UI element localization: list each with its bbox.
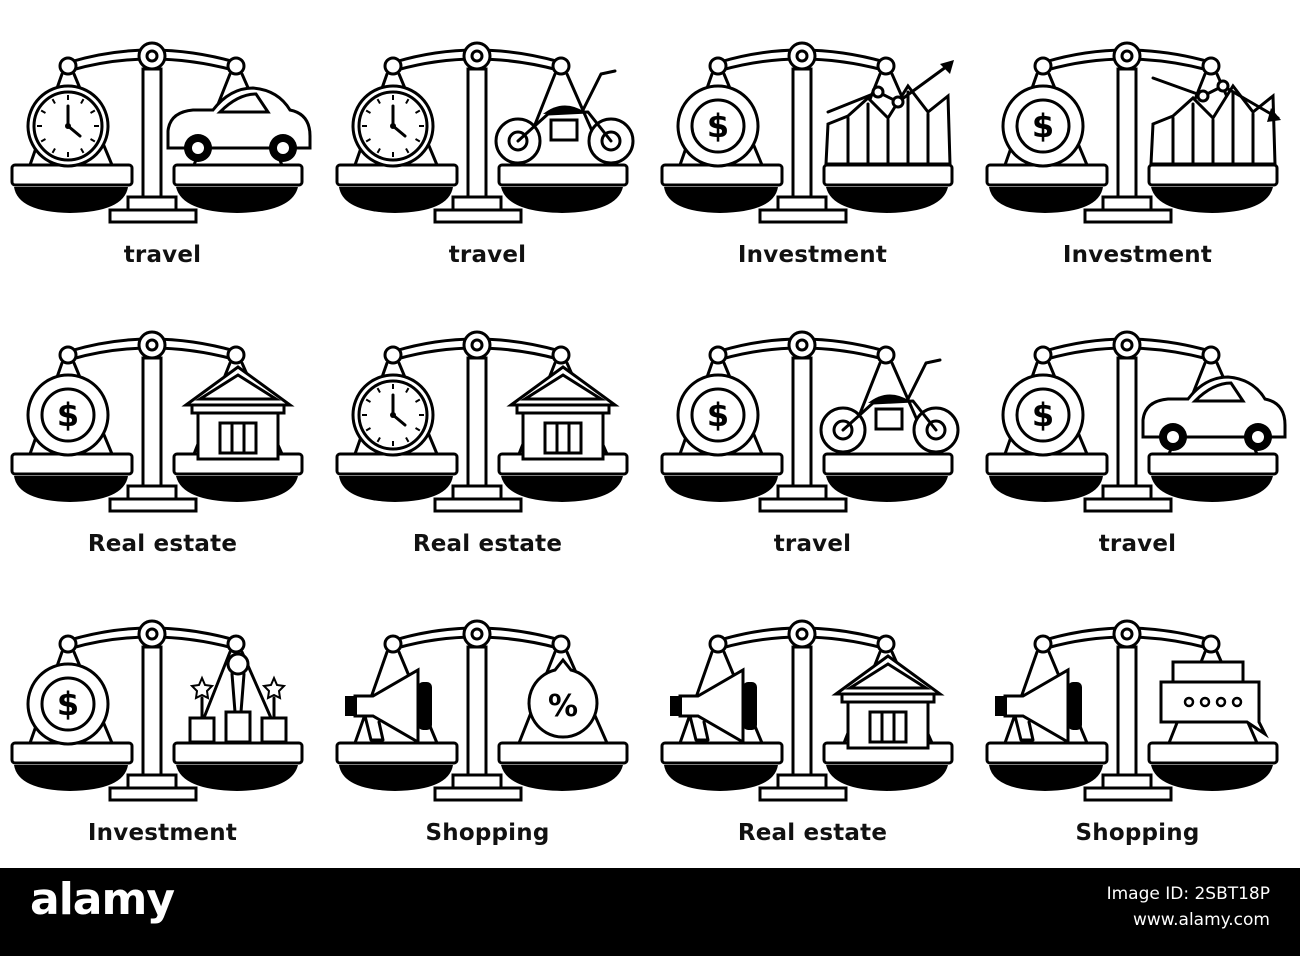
- dollar-coin-icon: $: [26, 662, 110, 746]
- illustration-grid: travel travel: [0, 0, 1300, 867]
- car-icon: [166, 86, 312, 162]
- category-label: Real estate: [412, 531, 563, 557]
- balance-scale-illustration: [985, 619, 1279, 802]
- illustration-card: travel: [0, 0, 325, 289]
- scale-icon: [660, 330, 954, 513]
- illustration-card: $ Investment: [975, 0, 1300, 289]
- illustration-card: % Shopping: [325, 578, 650, 867]
- trophies-icon: [188, 652, 288, 744]
- scale-icon: [985, 330, 1279, 513]
- category-label: Shopping: [425, 820, 550, 846]
- chart-down-icon: [1149, 76, 1281, 166]
- balance-scale-illustration: $: [660, 41, 954, 224]
- balance-scale-illustration: [660, 619, 954, 802]
- illustration-card: Shopping: [975, 578, 1300, 867]
- bank-icon: [181, 365, 295, 461]
- illustration-card: $ Investment: [0, 578, 325, 867]
- category-label: travel: [773, 531, 852, 557]
- balance-scale-illustration: $: [660, 330, 960, 513]
- bank-icon: [831, 654, 945, 750]
- dollar-coin-icon: $: [1001, 84, 1085, 168]
- balance-scale-illustration: $: [985, 330, 1287, 513]
- svg-text:$: $: [57, 685, 79, 723]
- balance-scale-illustration: [335, 41, 635, 224]
- illustration-card: $ Investment: [650, 0, 975, 289]
- percent-tag-icon: %: [527, 657, 599, 739]
- megaphone-icon: [345, 667, 432, 745]
- scale-icon: [335, 619, 629, 802]
- svg-text:$: $: [707, 107, 729, 145]
- illustration-card: travel: [325, 0, 650, 289]
- category-label: Investment: [737, 242, 888, 268]
- category-label: Investment: [87, 820, 238, 846]
- svg-text:%: %: [548, 689, 578, 724]
- svg-text:$: $: [57, 396, 79, 434]
- balance-scale-illustration: %: [335, 619, 629, 802]
- clock-icon: [351, 373, 435, 457]
- category-label: travel: [123, 242, 202, 268]
- balance-scale-illustration: $: [10, 619, 304, 802]
- site-url: www.alamy.com: [1132, 910, 1270, 930]
- scale-icon: [10, 330, 304, 513]
- scale-icon: [335, 41, 629, 224]
- dollar-coin-icon: $: [676, 84, 760, 168]
- chart-up-icon: [824, 60, 954, 166]
- category-label: Investment: [1062, 242, 1213, 268]
- category-label: travel: [448, 242, 527, 268]
- illustration-card: Real estate: [325, 289, 650, 578]
- brand-logo: alamy: [30, 874, 175, 925]
- illustration-card: $ Real estate: [0, 289, 325, 578]
- megaphone-icon: [995, 667, 1082, 745]
- balance-scale-illustration: [10, 41, 312, 224]
- dollar-coin-icon: $: [1001, 373, 1085, 457]
- dollar-coin-icon: $: [676, 373, 760, 457]
- clock-icon: [26, 84, 110, 168]
- illustration-card: $ travel: [650, 289, 975, 578]
- svg-text:$: $: [707, 396, 729, 434]
- balance-scale-illustration: $: [10, 330, 304, 513]
- watermark-footer: alamy Image ID: 2SBT18P www.alamy.com: [0, 868, 1300, 956]
- chat-bubbles-icon: [1159, 660, 1269, 739]
- balance-scale-illustration: [335, 330, 629, 513]
- image-id: Image ID: 2SBT18P: [1106, 884, 1270, 904]
- illustration-card: $ travel: [975, 289, 1300, 578]
- svg-text:$: $: [1032, 396, 1054, 434]
- balance-scale-illustration: $: [985, 41, 1281, 224]
- clock-icon: [351, 84, 435, 168]
- category-label: Shopping: [1075, 820, 1200, 846]
- motorcycle-icon: [819, 358, 960, 454]
- bank-icon: [506, 365, 620, 461]
- category-label: Real estate: [87, 531, 238, 557]
- motorcycle-icon: [494, 69, 635, 165]
- category-label: travel: [1098, 531, 1177, 557]
- megaphone-icon: [670, 667, 757, 745]
- category-label: Real estate: [737, 820, 888, 846]
- dollar-coin-icon: $: [26, 373, 110, 457]
- svg-text:$: $: [1032, 107, 1054, 145]
- footer-meta: Image ID: 2SBT18P www.alamy.com: [1107, 884, 1270, 930]
- illustration-card: Real estate: [650, 578, 975, 867]
- car-icon: [1141, 375, 1287, 451]
